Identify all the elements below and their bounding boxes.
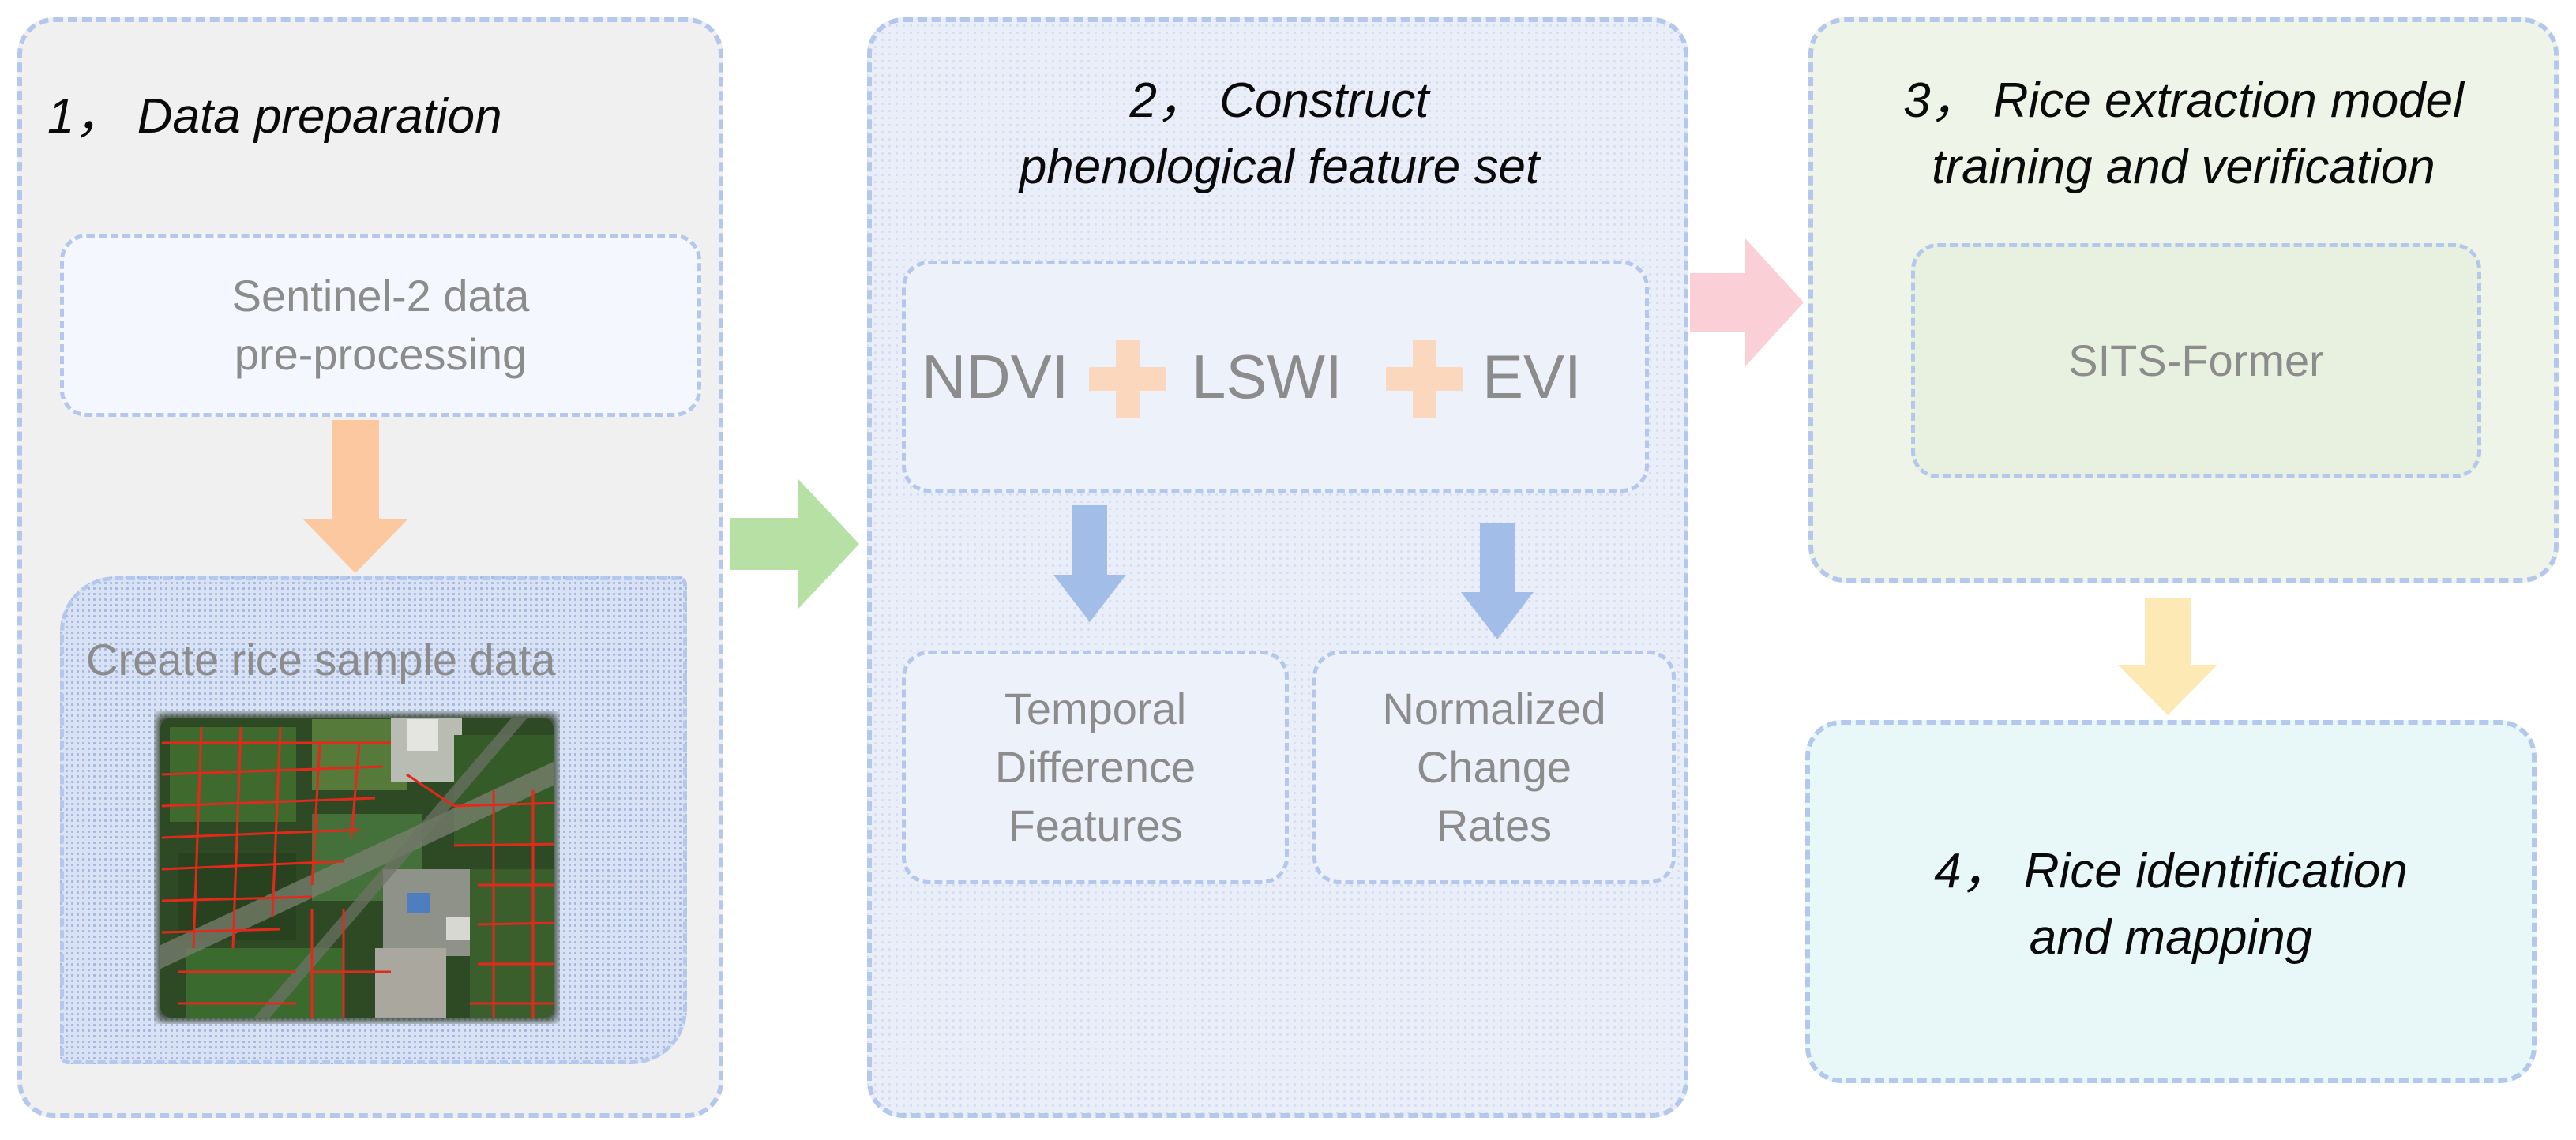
normalized-change-box: Normalized Change Rates (1312, 651, 1676, 884)
normalized-line3: Rates (1436, 801, 1553, 850)
plus-icon (1386, 340, 1463, 418)
satellite-image (157, 714, 557, 1021)
normalized-line2: Change (1416, 742, 1572, 792)
step4-title-line2: and mapping (2029, 910, 2313, 965)
arrow-down-yellow (2118, 598, 2217, 715)
preprocessing-line2: pre-processing (234, 329, 528, 379)
step2-title: 2， Construct phenological feature set (877, 68, 1682, 201)
sample-data-box: Create rice sample data (60, 576, 687, 1064)
panel-identification-mapping (1805, 720, 2537, 1083)
indices-box: NDVI LSWI EVI (902, 261, 1649, 493)
arrow-right-pink (1690, 238, 1804, 366)
temporal-line2: Difference (994, 742, 1196, 792)
step2-title-line1: 2， Construct (1129, 73, 1429, 128)
step3-title-line1: 3， Rice extraction model (1903, 73, 2464, 128)
panel-feature-set (867, 17, 1688, 1118)
temporal-difference-box: Temporal Difference Features (902, 651, 1289, 884)
index-lswi: LSWI (1192, 342, 1342, 411)
step3-title: 3， Rice extraction model training and ve… (1816, 68, 2551, 201)
arrow-down-blue-left (1053, 505, 1126, 622)
step3-title-line2: training and verification (1932, 140, 2435, 194)
step4-title: 4， Rice identification and mapping (1813, 838, 2529, 971)
temporal-line1: Temporal (1004, 684, 1187, 733)
arrow-down-blue-right (1461, 523, 1534, 639)
plus-icon (1089, 340, 1166, 418)
normalized-line1: Normalized (1382, 684, 1606, 733)
preprocessing-line1: Sentinel-2 data (231, 271, 530, 321)
arrow-right-green (730, 478, 859, 609)
sample-data-label: Create rice sample data (86, 635, 556, 684)
sits-former-box: SITS-Former (1911, 243, 2481, 478)
step4-title-line1: 4， Rice identification (1934, 844, 2408, 898)
index-evi: EVI (1482, 342, 1582, 411)
step2-title-line2: phenological feature set (1019, 140, 1540, 194)
sits-former-label: SITS-Former (2068, 336, 2324, 385)
preprocessing-box: Sentinel-2 data pre-processing (60, 234, 701, 417)
step1-title: 1， Data preparation (47, 89, 502, 144)
index-ndvi: NDVI (922, 342, 1069, 411)
arrow-down-orange (303, 420, 407, 573)
temporal-line3: Features (1008, 801, 1183, 850)
